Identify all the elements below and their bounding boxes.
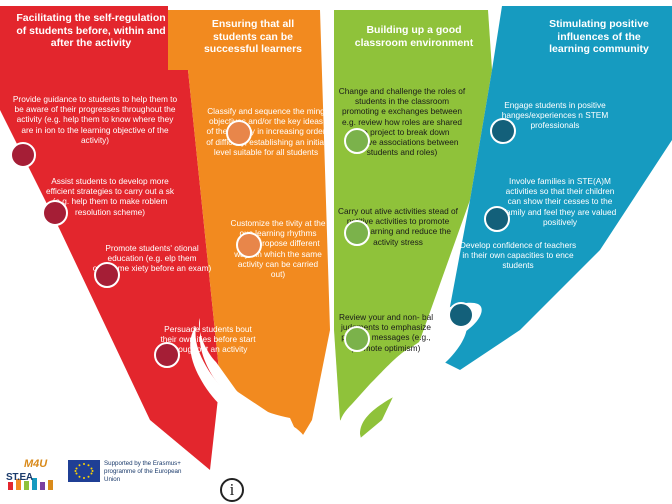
blue-bullet-2	[484, 206, 510, 232]
hand-left-outline	[190, 326, 322, 470]
column-title-red: Facilitating the self-regulation of stud…	[16, 12, 166, 49]
green-bullet-3	[344, 326, 370, 352]
red-item-1: Provide guidance to students to help the…	[12, 94, 178, 145]
red-bullet-2	[42, 200, 68, 226]
green-item-1: Change and challenge the roles of studen…	[338, 86, 466, 158]
hand-right-icon	[339, 317, 468, 470]
column-title-blue: Stimulating positive influences of the l…	[549, 18, 649, 55]
blue-item-3: Develop confidence of teachers in their …	[459, 240, 577, 271]
green-item-2: Carry out ative activities stead of peti…	[338, 206, 458, 247]
blue-bullet-3	[448, 302, 474, 328]
logo-main-text: ST.EA	[6, 472, 33, 483]
logo-accent-text: M4U	[24, 458, 48, 470]
orange-bullet-1	[226, 120, 252, 146]
red-bullet-1	[10, 142, 36, 168]
eu-flag-icon	[68, 460, 100, 482]
blue-column-shape	[440, 6, 672, 370]
orange-item-2: Customize the tivity at the ous learning…	[230, 218, 326, 280]
column-title-orange: Ensuring that all students can be succes…	[203, 18, 303, 55]
green-bullet-1	[344, 128, 370, 154]
column-title-green: Building up a good classroom environment	[354, 24, 474, 49]
eu-support-text: Supported by the Erasmus+ programme of t…	[104, 460, 182, 483]
red-bullet-4	[154, 342, 180, 368]
blue-item-2: Involve families in STE(A)M activities s…	[503, 176, 617, 227]
red-item-4: Persuade students bout their own ities b…	[160, 324, 256, 355]
steam4u-logo-icon	[4, 462, 64, 492]
red-bullet-3	[94, 262, 120, 288]
orange-item-1: Classify and sequence the ming objective…	[206, 106, 326, 157]
orange-bullet-2	[236, 232, 262, 258]
red-item-3: Promote students' otional education (e.g…	[92, 243, 212, 274]
red-item-2: Assist students to develop more efficien…	[45, 176, 175, 217]
blue-bullet-1	[490, 118, 516, 144]
green-column-shape	[334, 10, 492, 440]
red-column-shape	[0, 6, 220, 470]
green-item-3: Review your and non- bal judgments to em…	[338, 312, 434, 353]
blue-item-1: Engage students in positive hanges/exper…	[501, 100, 609, 131]
green-bullet-2	[344, 220, 370, 246]
info-icon[interactable]: i	[220, 478, 244, 502]
orange-column-shape	[168, 10, 330, 440]
